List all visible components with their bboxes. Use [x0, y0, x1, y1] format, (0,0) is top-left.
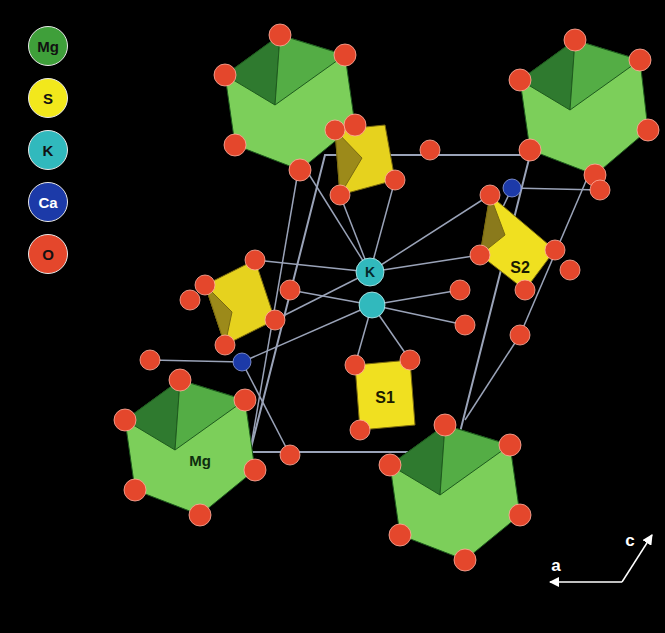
legend-swatch: Ca — [28, 182, 68, 222]
unit-cell — [250, 155, 530, 452]
calcium-atoms — [233, 179, 521, 371]
legend-text: S — [43, 91, 53, 106]
mg-octahedra — [125, 35, 648, 560]
potassium-atoms — [356, 258, 385, 318]
tetrahedron-label: S2 — [510, 260, 530, 276]
legend-text: O — [42, 247, 54, 262]
legend-text: K — [43, 143, 54, 158]
legend-swatch: K — [28, 130, 68, 170]
legend-swatch: S — [28, 78, 68, 118]
s-tetrahedra — [205, 125, 555, 430]
legend-text: Mg — [37, 39, 59, 54]
octahedron-label: Mg — [189, 453, 211, 468]
axis-arrows — [550, 535, 652, 582]
legend-swatch: O — [28, 234, 68, 274]
legend-swatch: Mg — [28, 26, 68, 66]
axis-label: c — [625, 532, 634, 549]
oxygen-atoms — [114, 24, 659, 571]
k-bonds — [150, 160, 600, 455]
atom-label: K — [365, 265, 375, 279]
legend-text: Ca — [38, 195, 57, 210]
axis-label: a — [551, 557, 560, 574]
tetrahedron-label: S1 — [375, 390, 395, 406]
